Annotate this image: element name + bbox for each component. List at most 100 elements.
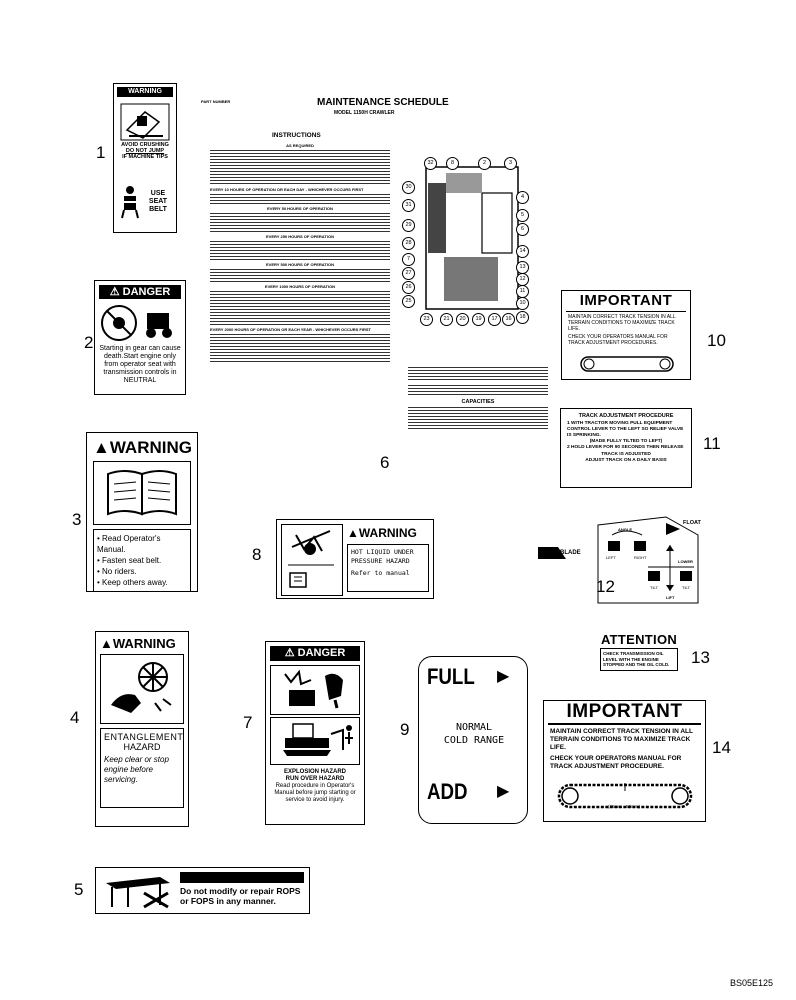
diagram-callout-bubble: 25 [402,295,415,308]
callout-8: 8 [252,545,262,564]
pressure-hazard-text: PRESSURE HAZARD [351,557,410,565]
transmission-block [444,257,498,301]
normal-text: NORMAL [455,722,493,733]
triangle-warning-icon: ▲ [93,438,110,457]
callout-3: 3 [72,510,82,529]
danger-header-text: DANGER [297,647,346,659]
radiator-spray-icon [288,530,334,588]
callout-11: 11 [703,434,721,453]
part-number-label: PART NUMBER [201,99,231,104]
warning-header: ▲WARNING [87,433,197,458]
belt-text: BELT [149,206,167,213]
callout-7: 7 [243,713,253,732]
sag-dimension: (25mm - 50mm) [608,804,641,809]
bullet-item: • Keep others away. [97,578,168,587]
warning-bar [180,872,304,883]
diagram-callout-bubble: 4 [516,191,529,204]
diagram-callout-bubble: 31 [402,199,415,212]
diagram-callout-bubble: 7 [402,253,415,266]
decal-14-track-tension-important: IMPORTANT MAINTAIN CORRECT TRACK TENSION… [543,700,706,822]
callout-6: 6 [380,453,390,472]
as-required-heading: AS REQUIRED [286,143,314,148]
diagram-callout-bubble: 5 [516,209,529,222]
diagram-callout-bubble: 18 [516,311,529,324]
track-tension-text: MAINTAIN CORRECT TRACK TENSION IN ALL TE… [550,728,693,751]
decal-13-attention-transmission: ATTENTION CHECK TRANSMISSION OIL LEVEL W… [594,632,684,680]
triangle-warning-icon: ▲ [347,526,359,540]
warning-header-text: WARNING [112,636,176,651]
diagram-callout-bubble: 16 [502,313,515,326]
capacities-heading: CAPACITIES [461,399,495,405]
full-label: FULL [427,664,475,689]
add-label: ADD [427,779,468,804]
bullet-item: • No riders. [97,567,137,576]
engine-block [481,192,513,254]
jump-start-text: Read procedure in Operator's Manual befo… [274,783,356,803]
triangle-warning-icon: ▲ [100,636,113,651]
callout-12: 12 [596,577,615,596]
decal-4-entanglement-warning: ▲WARNING ENTANGLEMENT HAZARD Keep clear … [95,631,189,827]
rops-text-line2: or FOPS in any manner. [180,896,276,906]
entanglement-text-box: ENTANGLEMENT HAZARD Keep clear or stop e… [100,728,184,808]
bullet-item: • Read Operator's Manual. [97,534,161,554]
radiator-grille [428,183,446,253]
callout-2: 2 [84,333,94,352]
tilt-left-label: TILT [650,585,658,590]
do-not-jump-text: DO NOT JUMP [125,148,165,154]
callout-5: 5 [74,880,84,899]
tilt-right-label: TILT [682,585,690,590]
entanglement-text: ENTANGLEMENT [104,732,184,742]
diagram-callout-bubble: 6 [516,223,529,236]
avoid-crushing-text: AVOID CRUSHING [121,142,169,148]
procedure-step-2: 2 HOLD LEVER FOR 90 SECONDS THEN RELEASE [567,445,684,450]
warning-header: ▲WARNING [96,632,188,651]
track-chain-icon [580,356,674,372]
rops-text-line1: Do not modify or repair ROPS [180,886,301,896]
every-250-heading: EVERY 250 HOURS OF OPERATION [266,234,334,239]
use-text: USE [150,190,166,197]
warning-header: ▲WARNING [347,526,417,540]
hot-liquid-text-box: HOT LIQUID UNDER PRESSURE HAZARD Refer t… [347,544,429,592]
danger-header: ⚠ DANGER [99,285,181,299]
schedule-notes: CAPACITIES [408,365,548,431]
diagram-callout-bubble: 30 [402,181,415,194]
triangle-warning-icon: ⚠ [109,286,123,298]
important-header: IMPORTANT [566,701,683,722]
explosion-text-block: EXPLOSION HAZARD RUN OVER HAZARD Read pr… [266,767,364,804]
entanglement-icon-frame [100,654,184,724]
explosion-hazard-text: EXPLOSION HAZARD [283,769,346,775]
hood-section [446,173,482,193]
every-500-heading: EVERY 500 HOURS OF OPERATION [266,262,334,267]
diagram-callout-bubble: 29 [402,219,415,232]
attention-text: CHECK TRANSMISSION OIL LEVEL WITH THE EN… [600,648,678,671]
diagram-callout-bubble: 28 [402,237,415,250]
runover-icon [101,305,172,341]
hazard-text: HAZARD [123,742,161,752]
add-arrow-icon: ▶ [497,783,510,800]
track-chain-icon [557,783,693,809]
diagram-callout-bubble: 32 [424,157,437,170]
decal-2-danger-start-in-gear: ⚠ DANGER Starting in gear can cause deat… [94,280,186,395]
machine-lube-diagram [425,166,519,310]
important-text: MAINTAIN CORRECT TRACK TENSION IN ALL TE… [544,725,705,771]
procedure-footer-2: ADJUST TRACK ON A DAILY BASIS [585,458,667,463]
diagram-callout-bubble: 8 [446,157,459,170]
machine-tips-text: IF MACHINE TIPS [122,154,168,160]
rops-text: Do not modify or repair ROPS or FOPS in … [180,886,304,906]
instructions-heading: INSTRUCTIONS [272,132,321,139]
bullet-item: • Fasten seat belt. [97,556,162,565]
diagram-callout-bubble: 14 [516,245,529,258]
diagram-callout-bubble: 20 [456,313,469,326]
runover-icon-frame [270,717,360,765]
refer-manual-text: Refer to manual [351,569,410,577]
callout-9: 9 [400,720,410,739]
diagram-callout-bubble: 19 [472,313,485,326]
decal-12-blade-control-pattern: BLADE FLOAT ANGLE LEFT RIGHT LOWER TILT … [538,515,701,605]
decal-1-seatbelt-warning: WARNING AVOID CRUSHING DO NOT JUMP IF MA… [113,83,177,233]
decal-8-hot-liquid-warning: ▲WARNING HOT LIQUID UNDER PRESSURE HAZAR… [276,519,434,599]
warning-header-text: WARNING [109,438,192,457]
book-icon-frame [93,461,191,525]
decal-10-track-tension-important: IMPORTANT MAINTAIN CORRECT TRACK TENSION… [561,290,691,380]
diagram-callout-bubble: 17 [488,313,501,326]
